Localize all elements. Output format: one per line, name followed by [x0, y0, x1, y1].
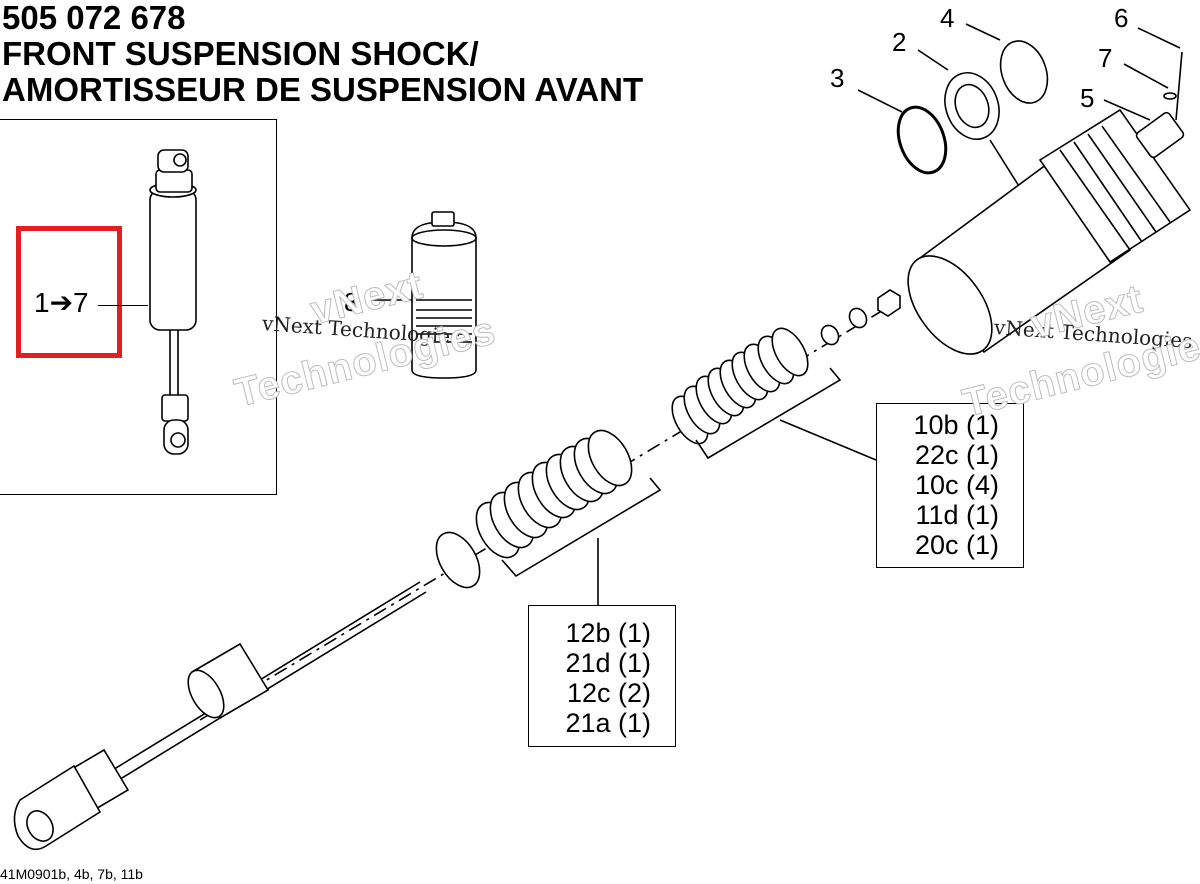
callout-3: 3: [830, 63, 845, 93]
callout-5: 5: [1080, 83, 1095, 113]
parts-group-upper: 10b (1) 22c (1) 10c (4) 11d (1) 20c (1): [876, 403, 1024, 568]
callout-7: 7: [1098, 43, 1113, 73]
parts-row: 20c (1): [914, 530, 999, 560]
inset-leader-line: [98, 305, 148, 306]
callout-8: 8: [344, 287, 359, 317]
figure-code: 41M0901b, 4b, 7b, 11b: [0, 866, 143, 882]
parts-group-lower: 12b (1) 21d (1) 12c (2) 21a (1): [528, 605, 676, 747]
upper-spring-stack: [671, 327, 877, 461]
part-number: 505 072 678: [2, 0, 186, 36]
lower-spring-stack: [435, 429, 662, 605]
parts-row: 10c (4): [914, 470, 999, 500]
parts-row: 11d (1): [915, 500, 999, 530]
callout-6: 6: [1114, 3, 1129, 33]
title-block: 505 072 678 FRONT SUSPENSION SHOCK/ AMOR…: [2, 0, 643, 108]
parts-row: 12b (1): [565, 618, 651, 648]
inset-range-label: 1➔7: [34, 287, 89, 318]
parts-row: 21a (1): [565, 708, 651, 738]
parts-row: 12c (2): [566, 678, 651, 708]
shock-rod-drawing: [13, 581, 427, 851]
parts-row: 21d (1): [565, 648, 651, 678]
parts-row: 10b (1): [913, 410, 999, 440]
highlight-box: [16, 226, 122, 358]
callout-2: 2: [892, 27, 907, 57]
callout-4: 4: [940, 3, 955, 33]
oil-can-drawing: [411, 211, 477, 379]
title-english: FRONT SUSPENSION SHOCK/: [2, 35, 479, 72]
shock-body-drawing: [907, 108, 1192, 355]
inset-shock-drawing: [149, 149, 197, 455]
parts-row: 22c (1): [914, 440, 999, 470]
inset-assembly-box: [0, 119, 277, 495]
title-french: AMORTISSEUR DE SUSPENSION AVANT: [2, 71, 644, 108]
